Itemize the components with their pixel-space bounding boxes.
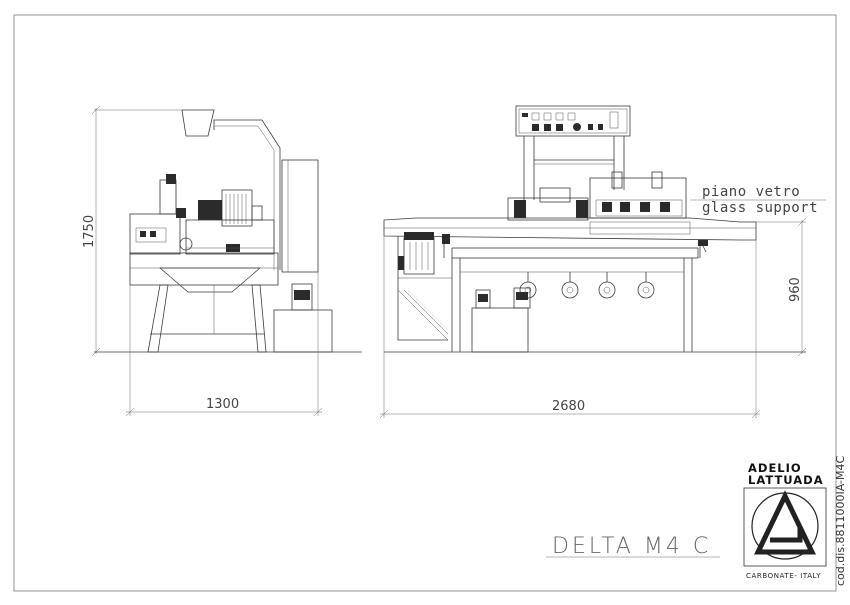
title-block: DELTA M4 C ADELIO LATTUADA CARBONATE- IT…	[546, 456, 847, 586]
wheel-4	[637, 281, 655, 299]
front-base-rail	[451, 247, 699, 259]
side-view	[94, 109, 362, 353]
conveyor-table	[383, 217, 757, 241]
side-gantry-arm	[213, 119, 281, 270]
logo-location: CARBONATE- ITALY	[746, 572, 821, 580]
glass-support-label-en: glass support	[702, 200, 818, 216]
logo-triangle	[754, 490, 816, 555]
side-dimensions: 1750 1300	[82, 105, 323, 417]
dim-960-label: 960	[788, 277, 803, 302]
panel-button	[531, 112, 540, 121]
panel-button	[555, 112, 564, 121]
panel-button	[567, 112, 576, 121]
front-motor	[403, 237, 435, 275]
logo-line-2: LATTUADA	[748, 473, 824, 487]
front-wheels	[519, 272, 655, 299]
front-water-tank	[471, 307, 529, 353]
drawing-title: DELTA M4 C	[552, 534, 711, 559]
side-hopper	[159, 267, 261, 293]
logo-line-1: ADELIO	[748, 461, 802, 475]
sheet-border	[13, 14, 837, 592]
dim-1300-label: 1300	[206, 397, 239, 412]
wheel-2	[561, 281, 579, 299]
side-lamp	[181, 109, 215, 137]
side-right-leg	[251, 284, 267, 353]
logo-frame	[743, 487, 827, 567]
side-drum-cover	[281, 159, 319, 273]
front-dimensions: 2680 960 piano vetro glass support	[379, 184, 826, 419]
emergency-stop	[573, 123, 581, 131]
side-pump	[291, 283, 313, 311]
side-wheel-head	[198, 200, 222, 220]
company-logo: ADELIO LATTUADA CARBONATE- ITALY	[743, 461, 827, 580]
side-motor	[221, 189, 253, 227]
dim-2680-label: 2680	[552, 399, 585, 414]
side-column	[159, 179, 177, 215]
control-panel	[515, 105, 631, 137]
front-view	[383, 105, 806, 353]
side-frame	[129, 252, 279, 286]
side-wheel-guard	[185, 219, 275, 255]
wheel-3	[598, 281, 616, 299]
side-water-tank	[273, 309, 333, 353]
side-carriage	[129, 213, 181, 255]
glass-support-label-it: piano vetro	[702, 184, 800, 200]
drawing-code: cod.dis.8811000IA-M4C	[834, 456, 847, 586]
dim-1750-label: 1750	[82, 215, 97, 248]
side-left-leg	[147, 284, 169, 353]
panel-button	[543, 112, 552, 121]
